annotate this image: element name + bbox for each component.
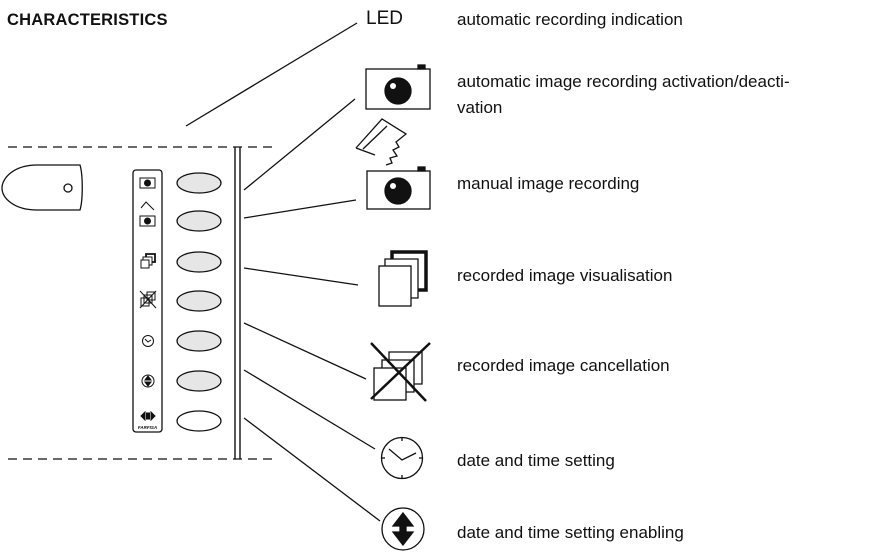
leader-visualise (243, 267, 359, 286)
button-auto-record (176, 172, 222, 194)
strip-up-down-icon (141, 374, 155, 388)
up-down-arrow-icon (381, 507, 425, 551)
clock-icon (380, 436, 424, 480)
leader-time-enable (243, 417, 381, 522)
label-automatic-image-recording-line2: vation (457, 98, 503, 117)
label-manual-image-recording: manual image recording (457, 174, 640, 193)
label-automatic-image-recording-line1: automatic image recording activation/dea… (457, 72, 790, 91)
button-time-setting (176, 330, 222, 352)
strip-farfisa-logo-icon (140, 410, 156, 422)
leader-led (185, 22, 358, 127)
button-column (176, 172, 222, 432)
label-date-time-setting-enabling: date and time setting enabling (457, 523, 684, 542)
strip-stacked-images-icon (140, 253, 156, 269)
led-lens-icon (1, 164, 83, 211)
hand-camera-icon (355, 118, 431, 210)
strip-camera-icon (139, 177, 156, 189)
led-label: LED (366, 8, 403, 29)
leader-auto-record (243, 98, 356, 191)
label-date-time-setting: date and time setting (457, 451, 615, 470)
crossed-images-icon (370, 342, 431, 402)
leader-manual-record (243, 199, 357, 219)
strip-crossed-images-icon (139, 290, 157, 309)
stacked-images-icon (378, 250, 428, 307)
button-cancel (176, 290, 222, 312)
label-recorded-image-cancellation: recorded image cancellation (457, 356, 670, 375)
label-recorded-image-visualisation: recorded image visualisation (457, 266, 673, 285)
strip-clock-icon (142, 335, 154, 347)
icon-strip (132, 169, 163, 433)
button-farfisa (176, 410, 222, 432)
page-title: CHARACTERISTICS (7, 11, 168, 29)
farfisa-brand-text: FARFISA (138, 425, 157, 430)
button-visualise (176, 251, 222, 273)
button-manual-record (176, 210, 222, 232)
leader-time-setting (243, 369, 376, 450)
strip-hand-camera-icon (139, 201, 156, 227)
button-time-enable (176, 370, 222, 392)
camera-icon (365, 64, 431, 110)
strip-icons (139, 177, 157, 422)
leader-cancel (243, 322, 367, 380)
label-automatic-recording-indication: automatic recording indication (457, 10, 683, 29)
